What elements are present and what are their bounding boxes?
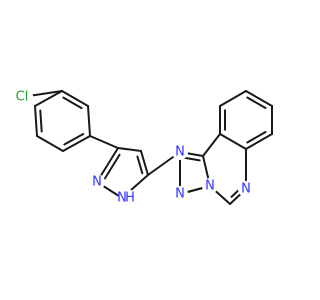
atom-nh-n: N bbox=[117, 191, 127, 206]
atom-n-pyrazole-bg bbox=[89, 174, 105, 190]
bond-a4-a5 bbox=[87, 105, 91, 137]
atom-n-quinazoline: N bbox=[241, 182, 251, 197]
atom-nh-bg bbox=[118, 189, 136, 207]
bond-a3-a4-double bbox=[63, 133, 85, 146]
bond-q3-q4 bbox=[245, 90, 273, 107]
bond-layer bbox=[21, 90, 273, 205]
bond-q6-q1 bbox=[219, 133, 247, 150]
bond-a5-a6 bbox=[61, 90, 89, 107]
bond-a2-a3 bbox=[36, 135, 64, 152]
bond-t4-q1 bbox=[202, 133, 221, 157]
bond-a6-a1 bbox=[34, 90, 63, 107]
bond-t1-t4-double bbox=[182, 156, 201, 162]
bond-q5-q6 bbox=[245, 133, 273, 150]
bond-q3-q4-double bbox=[246, 96, 267, 110]
bond-a1-a2 bbox=[34, 105, 38, 137]
atom-n-triazole-top-bg bbox=[172, 144, 188, 160]
atom-nh-h: H bbox=[125, 191, 135, 206]
atom-n-triazole-bottom-bg bbox=[172, 186, 188, 202]
atom-n-triazole-bottom: N bbox=[175, 187, 185, 202]
bond-q5-q6-double bbox=[246, 130, 267, 144]
atom-layer: Cl N N H N N N N bbox=[11, 86, 254, 207]
atom-cl: Cl bbox=[16, 90, 29, 105]
bond-b2-b3-double bbox=[136, 155, 144, 175]
bond-b5-b1-double bbox=[103, 153, 121, 180]
bond-a4-b1 bbox=[89, 135, 119, 149]
bond-a5-a6-double bbox=[62, 96, 83, 110]
molecule-structure: Cl N N H N N N N bbox=[11, 86, 273, 207]
bond-q2-q3 bbox=[219, 90, 247, 107]
bond-a3-a4 bbox=[62, 135, 91, 152]
atom-cl-bg bbox=[11, 86, 33, 108]
atom-n-triazole-top: N bbox=[175, 145, 185, 160]
bond-b1-b2 bbox=[117, 147, 142, 152]
atom-n-bridgehead: N bbox=[205, 179, 215, 194]
bond-b2-b3 bbox=[140, 150, 149, 176]
atom-n-quinazoline-bg bbox=[238, 181, 254, 197]
atom-n-pyrazole: N bbox=[92, 175, 102, 190]
atom-n-bridgehead-bg bbox=[202, 178, 218, 194]
bond-a1-a2-double bbox=[39, 109, 43, 133]
